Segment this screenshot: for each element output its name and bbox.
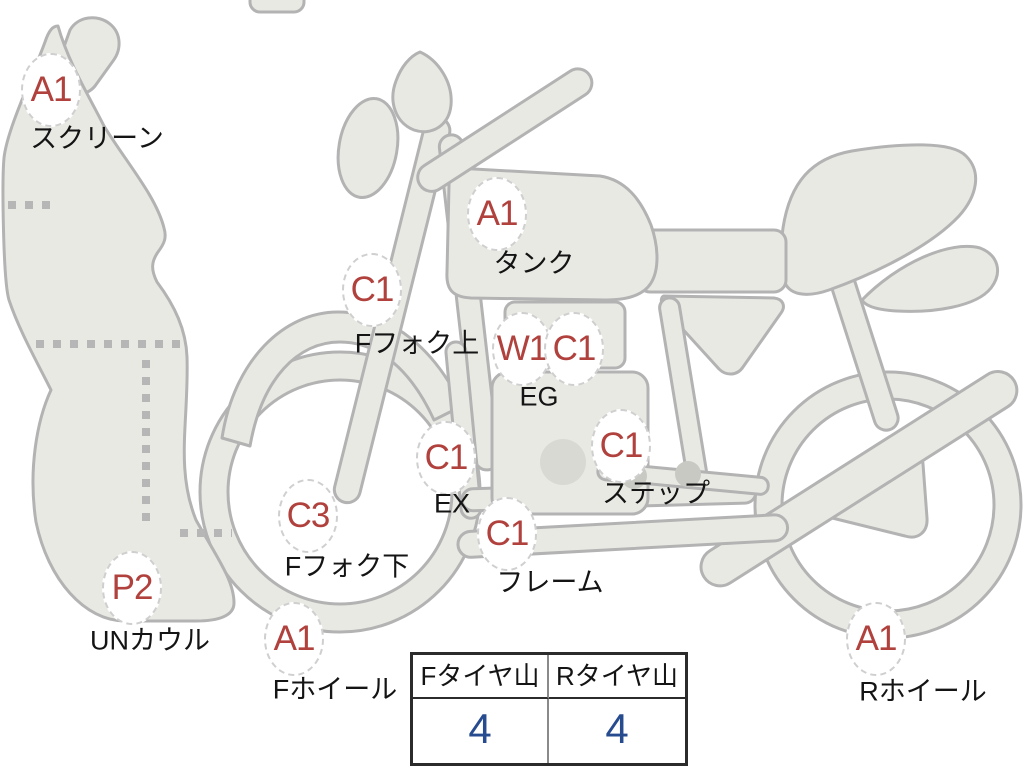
condition-badge-engine-c: C1 (544, 312, 604, 386)
muffler-shape (456, 513, 790, 559)
condition-badge-under-cowl: P2 (102, 551, 162, 625)
condition-badge-tank: A1 (467, 177, 527, 251)
part-label-tank: タンク (493, 248, 575, 279)
part-label-engine: EG (519, 381, 559, 412)
headlight-shape (391, 50, 453, 134)
condition-badge-engine-w: W1 (492, 312, 552, 386)
condition-code: P2 (111, 568, 154, 607)
condition-code: C1 (424, 438, 469, 477)
condition-badge-screen: A1 (21, 53, 81, 127)
part-label-front-wheel: Fホイール (272, 674, 398, 705)
condition-code: C1 (552, 329, 597, 368)
tail-cowl-shape (860, 245, 1000, 313)
front-tire-tread-value: 4 (413, 699, 549, 763)
condition-badge-step: C1 (591, 409, 651, 483)
tire-tread-table: Fタイヤ山 Rタイヤ山 4 4 (410, 652, 688, 766)
part-label-front-fork-upper: Fフォク上 (354, 328, 480, 359)
condition-code: A1 (30, 70, 73, 109)
mirror-stub-shape (248, 0, 306, 14)
part-label-screen: スクリーン (30, 123, 164, 154)
condition-badge-frame: C1 (477, 497, 537, 571)
front-tire-tread-header: Fタイヤ山 (413, 655, 549, 699)
part-label-step: ステップ (602, 478, 710, 509)
part-label-under-cowl: UNカウル (90, 625, 210, 656)
condition-code: C1 (350, 270, 395, 309)
front-cowl-shape (1, 24, 236, 623)
tire-table-value-row: 4 4 (413, 699, 685, 763)
condition-code: W1 (496, 329, 548, 368)
condition-code: C1 (599, 426, 644, 465)
handlebar-shape (416, 67, 594, 193)
frame-spine-shape (636, 228, 788, 294)
seat-shape (779, 143, 978, 296)
tire-table-header-row: Fタイヤ山 Rタイヤ山 (413, 655, 685, 699)
condition-code: A1 (273, 619, 316, 658)
rear-tire-tread-value: 4 (605, 705, 629, 752)
condition-code: A1 (855, 619, 898, 658)
rear-tire-tread-header: Rタイヤ山 (549, 655, 685, 699)
part-label-frame: フレーム (496, 567, 604, 598)
part-label-exhaust: EX (433, 488, 471, 519)
rear-wheel-shape (753, 370, 1023, 640)
part-label-rear-wheel: Rホイール (859, 676, 987, 707)
condition-code: A1 (476, 194, 519, 233)
condition-badge-rear-wheel: A1 (846, 602, 906, 676)
part-label-front-fork-lower: Fフォク下 (284, 551, 410, 582)
condition-badge-front-wheel: A1 (264, 602, 324, 676)
condition-code: C1 (485, 514, 530, 553)
step-peg-rear (675, 461, 701, 487)
engine-cover-circle (540, 439, 586, 485)
condition-badge-front-fork-lower: C3 (278, 479, 338, 553)
meter-pod-shape (336, 97, 400, 199)
condition-badge-front-fork-upper: C1 (342, 253, 402, 327)
condition-code: C3 (286, 496, 331, 535)
condition-badge-exhaust: C1 (416, 421, 476, 495)
